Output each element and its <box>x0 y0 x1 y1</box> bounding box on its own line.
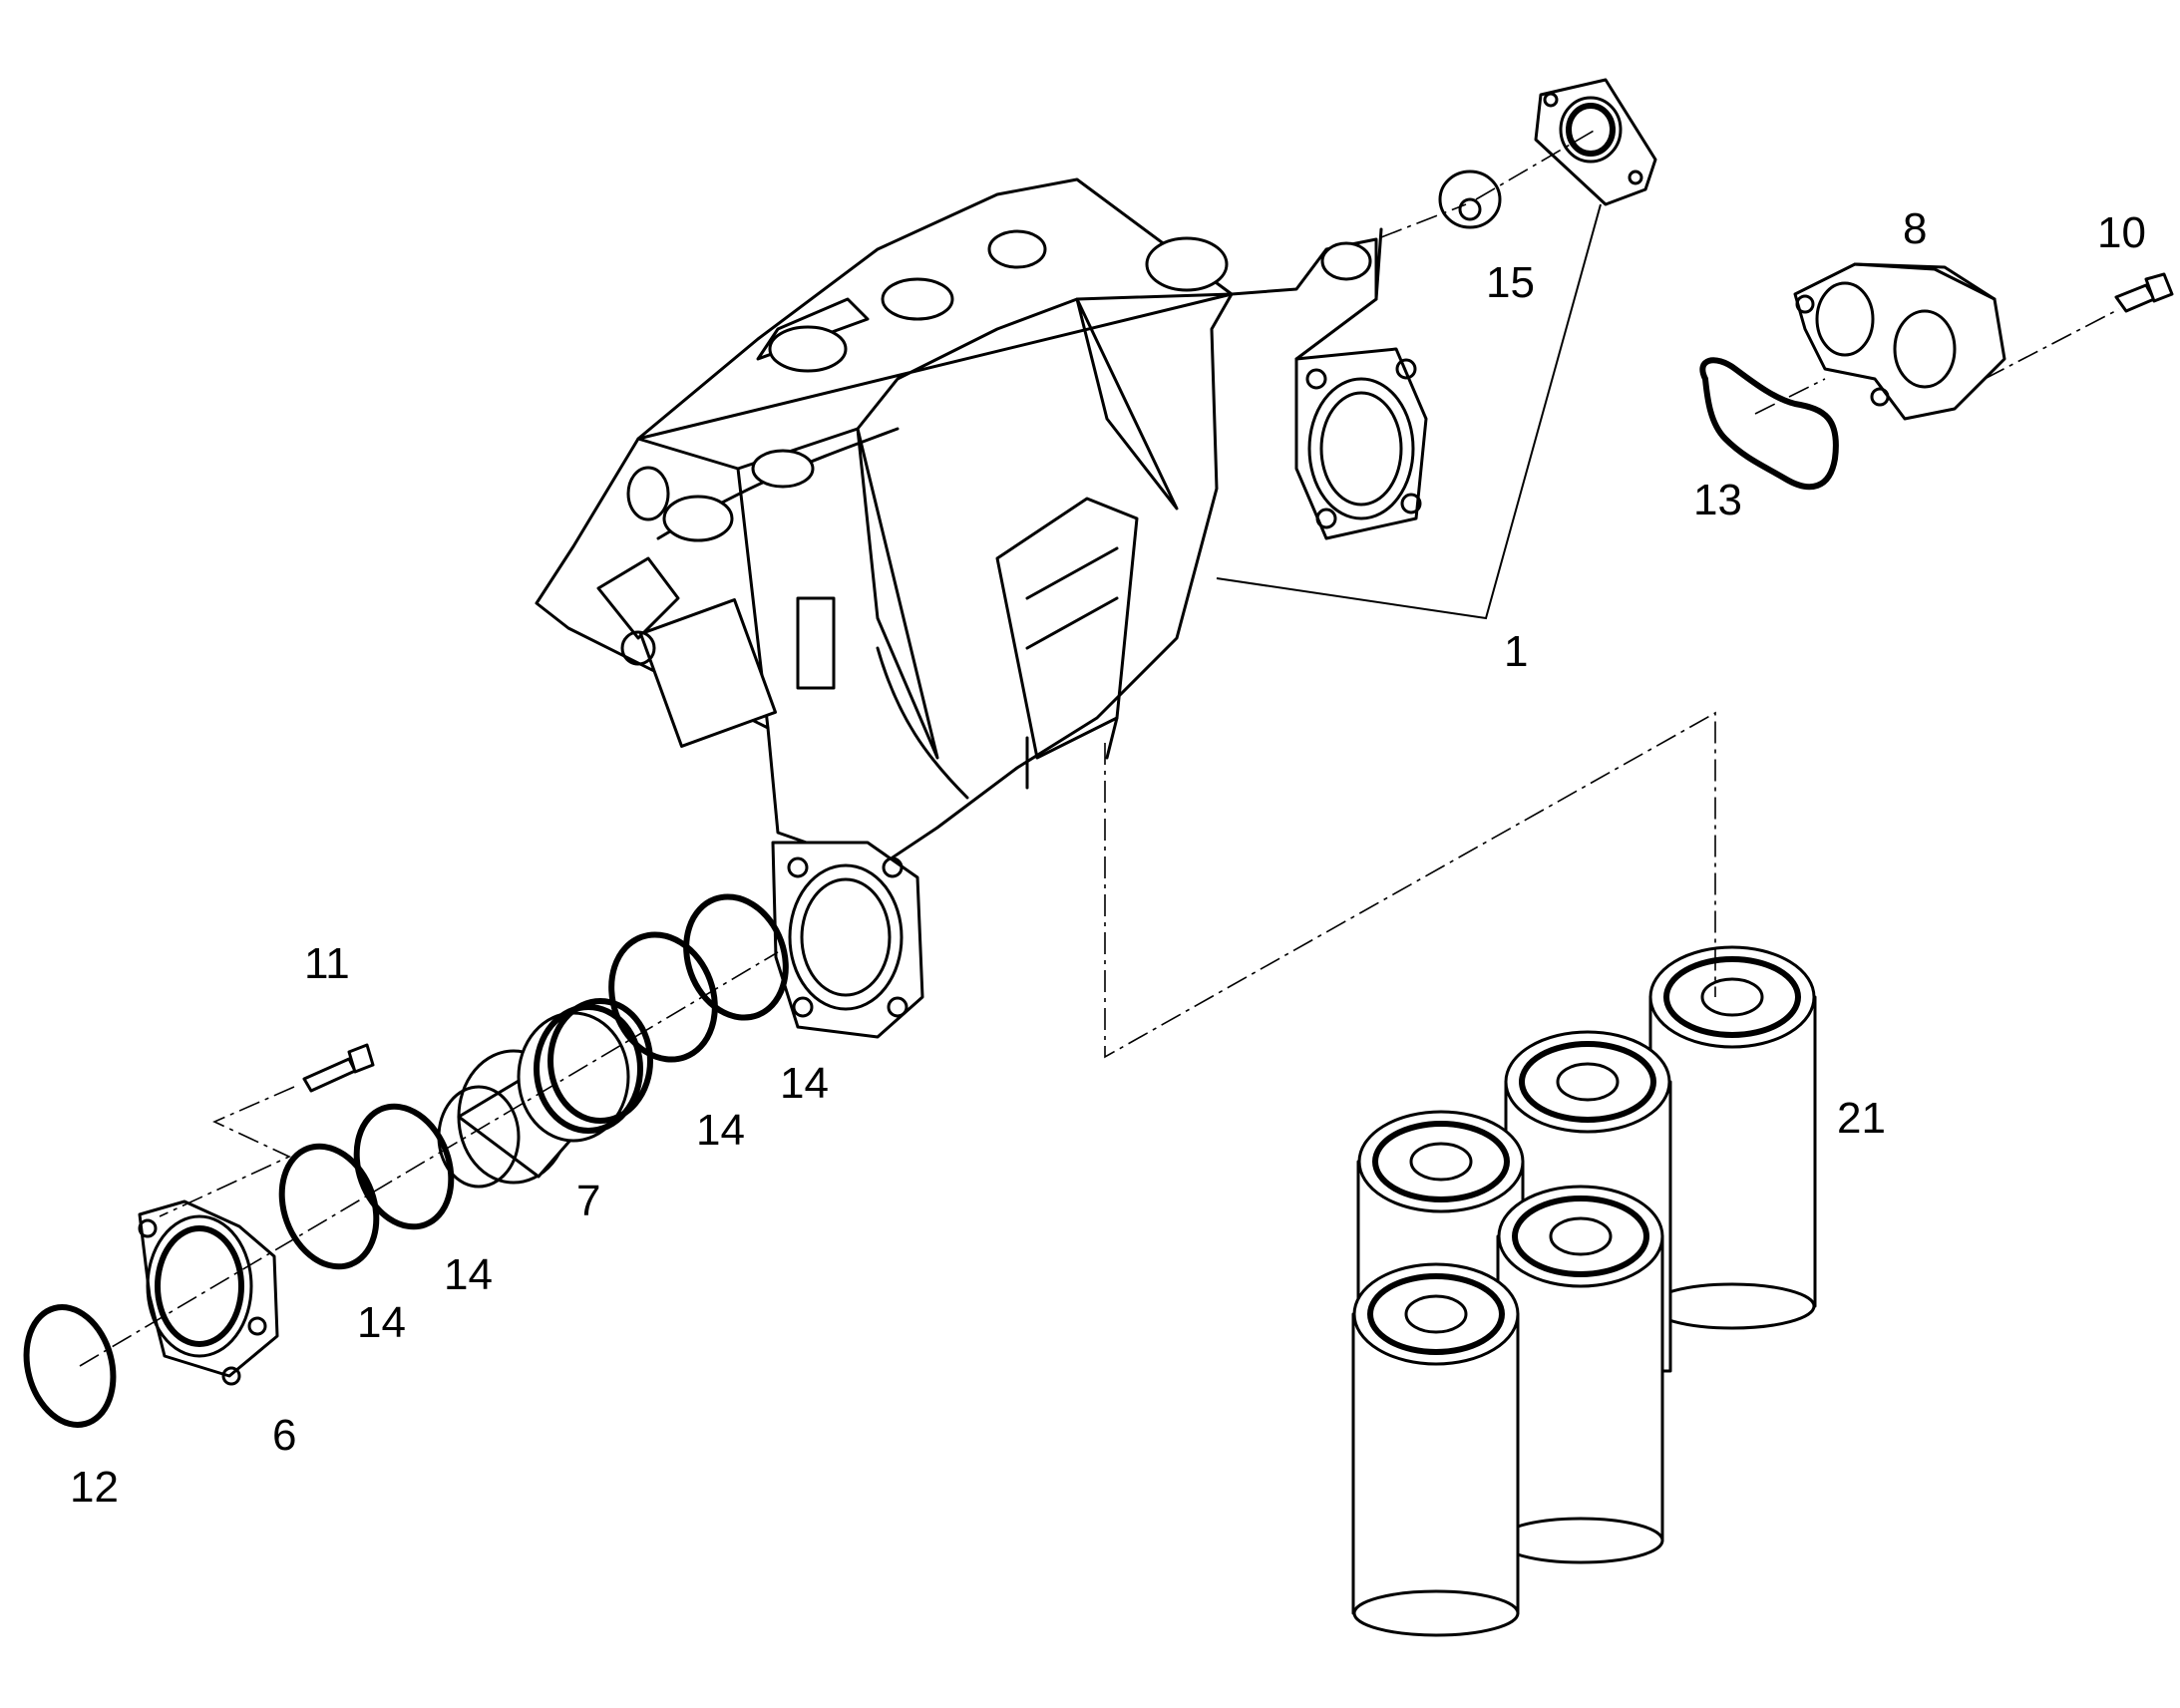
bolt-part-10 <box>2114 272 2174 313</box>
main-housing <box>535 177 1428 1039</box>
callout-14: 14 <box>696 1106 745 1155</box>
ring-part-12 <box>23 1304 117 1428</box>
callout-6: 6 <box>272 1411 297 1460</box>
callout-15: 15 <box>1486 258 1535 307</box>
gasket-part-13 <box>1699 357 1839 491</box>
callout-11: 11 <box>304 939 350 988</box>
callout-21: 21 <box>1837 1094 1886 1143</box>
callout-14: 14 <box>444 1250 493 1299</box>
sleeve-part-7 <box>437 998 653 1189</box>
callout-13: 13 <box>1693 476 1742 524</box>
callout-14: 14 <box>357 1298 406 1347</box>
callout-8: 8 <box>1903 204 1928 253</box>
cover-plate-top <box>1534 78 1657 206</box>
callout-1: 1 <box>1504 627 1529 676</box>
o-rings-part-14 <box>278 893 789 1270</box>
filters-part-21 <box>1351 945 1817 1637</box>
bolt-part-11 <box>302 1043 375 1093</box>
callout-14: 14 <box>780 1059 829 1108</box>
callout-10: 10 <box>2097 208 2146 257</box>
callout-7: 7 <box>576 1177 601 1225</box>
washer-part-15 <box>1438 170 1502 229</box>
leader-lines <box>79 129 2120 1367</box>
cover-part-8 <box>1793 262 2006 421</box>
callout-12: 12 <box>70 1463 119 1512</box>
flange-part-6 <box>138 1199 279 1386</box>
